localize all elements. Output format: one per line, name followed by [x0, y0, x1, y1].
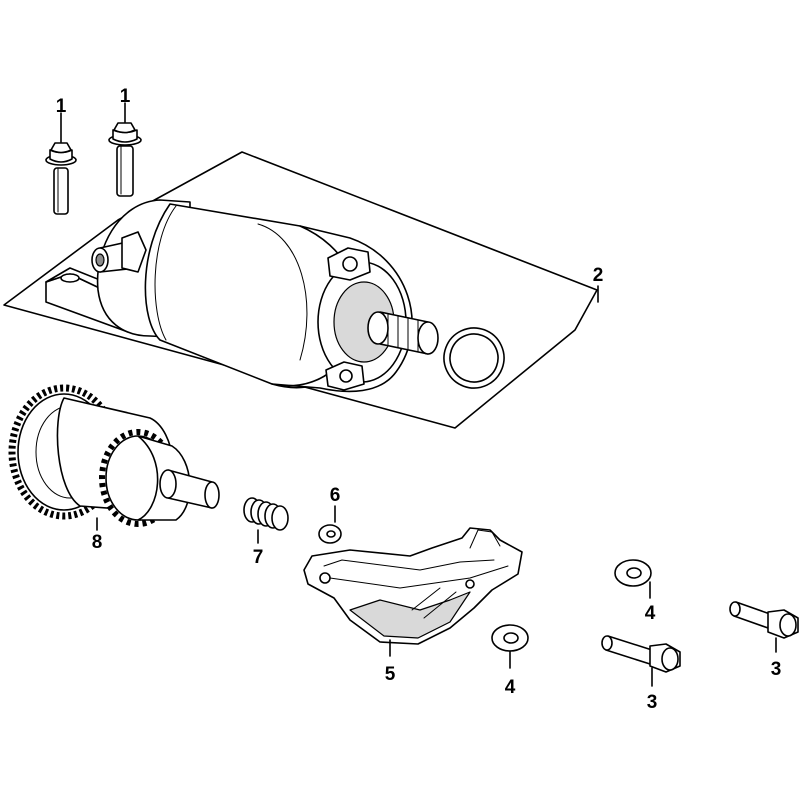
callout-8: 8	[92, 532, 103, 553]
starter-clutch-gear	[8, 384, 220, 527]
washer-small	[318, 524, 342, 544]
starter-motor-assembly-outline	[3, 151, 598, 429]
washer-upper	[614, 559, 652, 587]
washer-lower	[491, 624, 529, 652]
callout-1-right: 1	[120, 86, 131, 107]
callout-2: 2	[593, 265, 604, 286]
callout-3-left: 3	[647, 692, 658, 713]
callout-5: 5	[385, 664, 396, 685]
callout-1-left: 1	[56, 96, 67, 117]
spring	[243, 497, 289, 531]
callout-6: 6	[330, 485, 341, 506]
starter-motor	[45, 199, 439, 393]
callout-3-right: 3	[771, 659, 782, 680]
bolt-left	[601, 635, 681, 673]
callout-4-upper: 4	[645, 603, 656, 624]
flange-bolt-left	[45, 142, 77, 215]
bolt-right	[729, 601, 799, 639]
gear-cover	[303, 527, 523, 645]
callout-4-lower: 4	[505, 677, 516, 698]
o-ring	[443, 327, 505, 389]
flange-bolt-right	[108, 122, 142, 197]
callout-7: 7	[253, 547, 264, 568]
